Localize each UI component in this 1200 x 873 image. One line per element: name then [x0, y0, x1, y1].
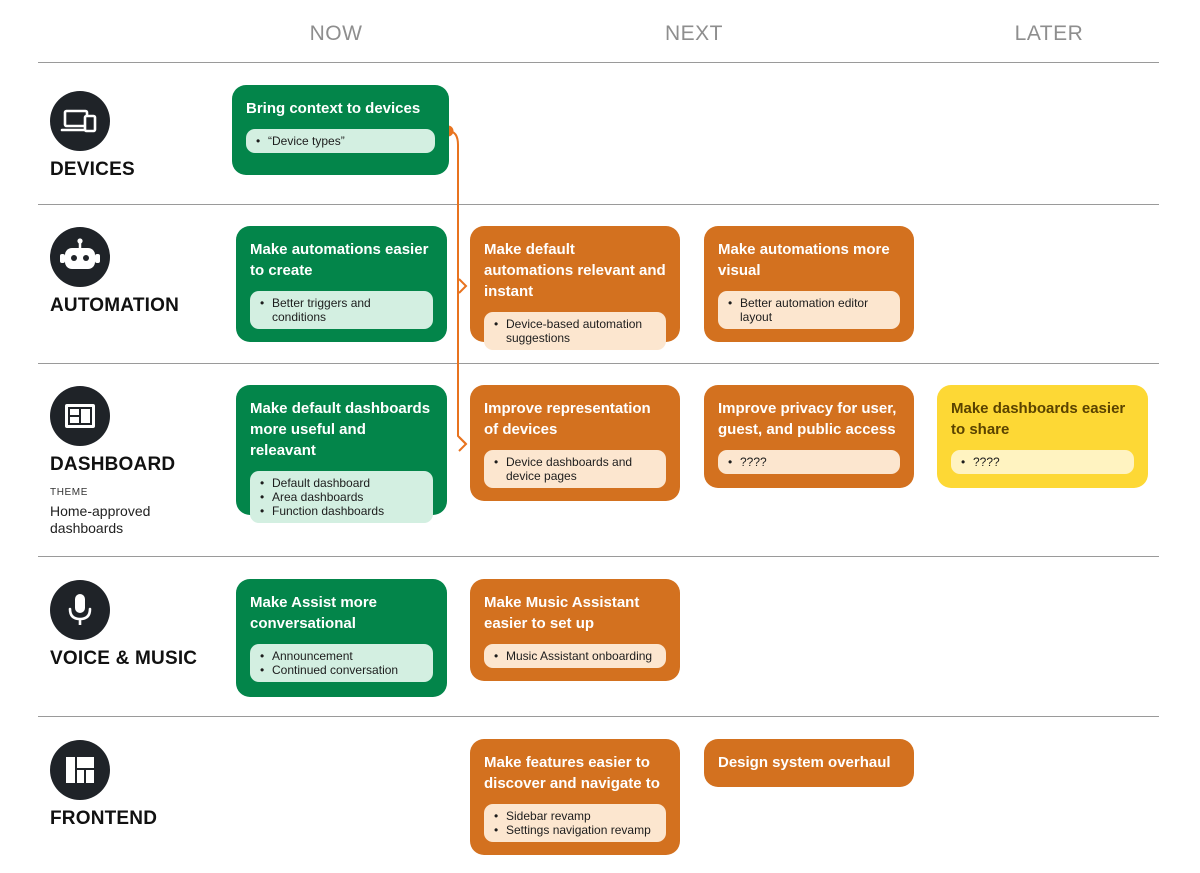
card-dashboards-share[interactable]: Make dashboards easier to share ???? [937, 385, 1148, 488]
theme-label: THEME [50, 487, 88, 498]
card-item: Better automation editor layout [728, 296, 890, 324]
card-item: Default dashboard [260, 476, 423, 490]
card-title: Improve representation of devices [484, 400, 651, 438]
microphone-icon [50, 580, 110, 640]
card-item: Function dashboards [260, 504, 423, 518]
devices-icon [50, 91, 110, 151]
divider-dashboard [38, 556, 1159, 557]
card-items: ???? [951, 450, 1134, 474]
card-title: Make features easier to discover and nav… [484, 754, 660, 792]
card-items: “Device types” [246, 129, 435, 153]
row-label-dashboard: DASHBOARD [50, 454, 176, 475]
card-title: Make default automations relevant and in… [484, 241, 666, 300]
card-item: Sidebar revamp [494, 809, 656, 823]
card-music-assistant[interactable]: Make Music Assistant easier to set up Mu… [470, 579, 680, 681]
card-items: Better triggers and conditions [250, 291, 433, 329]
card-items: Better automation editor layout [718, 291, 900, 329]
card-representation-of-devices[interactable]: Improve representation of devices Device… [470, 385, 680, 501]
row-label-voice-music: VOICE & MUSIC [50, 648, 198, 669]
card-item: Music Assistant onboarding [494, 649, 656, 663]
robot-icon [50, 227, 110, 287]
card-title: Make automations easier to create [250, 241, 429, 279]
card-default-automations[interactable]: Make default automations relevant and in… [470, 226, 680, 350]
column-header-now: NOW [309, 22, 363, 45]
card-item: Better triggers and conditions [260, 296, 423, 324]
card-items: Sidebar revamp Settings navigation revam… [484, 804, 666, 842]
card-title: Make default dashboards more useful and … [250, 400, 431, 459]
card-item: ???? [728, 455, 890, 469]
card-automations-easier[interactable]: Make automations easier to create Better… [236, 226, 447, 342]
card-item: Device-based automation suggestions [494, 317, 656, 345]
card-item: Area dashboards [260, 490, 423, 504]
card-title: Make automations more visual [718, 241, 890, 279]
card-default-dashboards[interactable]: Make default dashboards more useful and … [236, 385, 447, 523]
card-items: Device dashboards and device pages [484, 450, 666, 488]
card-items: Music Assistant onboarding [484, 644, 666, 668]
card-title: Improve privacy for user, guest, and pub… [718, 400, 897, 438]
card-item: Continued conversation [260, 663, 423, 677]
card-items: Device-based automation suggestions [484, 312, 666, 350]
card-privacy-access[interactable]: Improve privacy for user, guest, and pub… [704, 385, 914, 488]
column-header-later: LATER [1014, 22, 1084, 45]
divider-automation [38, 363, 1159, 364]
card-item: ???? [961, 455, 1124, 469]
card-item: Announcement [260, 649, 423, 663]
card-design-system-overhaul[interactable]: Design system overhaul [704, 739, 914, 787]
card-item: Settings navigation revamp [494, 823, 656, 837]
row-label-frontend: FRONTEND [50, 808, 158, 829]
card-title: Make dashboards easier to share [951, 400, 1126, 438]
column-header-next: NEXT [664, 22, 723, 45]
row-label-automation: AUTOMATION [50, 295, 180, 316]
card-bring-context-to-devices[interactable]: Bring context to devices “Device types” [232, 85, 449, 175]
frontend-layout-icon [50, 740, 110, 800]
card-title: Make Music Assistant easier to set up [484, 594, 640, 632]
card-title: Make Assist more conversational [250, 594, 378, 632]
card-assist-conversational[interactable]: Make Assist more conversational Announce… [236, 579, 447, 697]
card-items: ???? [718, 450, 900, 474]
theme-text: Home-approved dashboards [50, 503, 151, 536]
card-title: Design system overhaul [718, 754, 891, 771]
row-label-devices: DEVICES [50, 159, 135, 180]
card-items: Default dashboard Area dashboards Functi… [250, 471, 433, 523]
card-automations-visual[interactable]: Make automations more visual Better auto… [704, 226, 914, 342]
card-item: Device dashboards and device pages [494, 455, 656, 483]
card-features-discover[interactable]: Make features easier to discover and nav… [470, 739, 680, 855]
divider-header [38, 62, 1159, 63]
card-title: Bring context to devices [246, 100, 421, 117]
dashboard-icon [50, 386, 110, 446]
card-items: Announcement Continued conversation [250, 644, 433, 682]
divider-devices [38, 204, 1159, 205]
divider-voice [38, 716, 1159, 717]
card-item: “Device types” [256, 134, 425, 148]
